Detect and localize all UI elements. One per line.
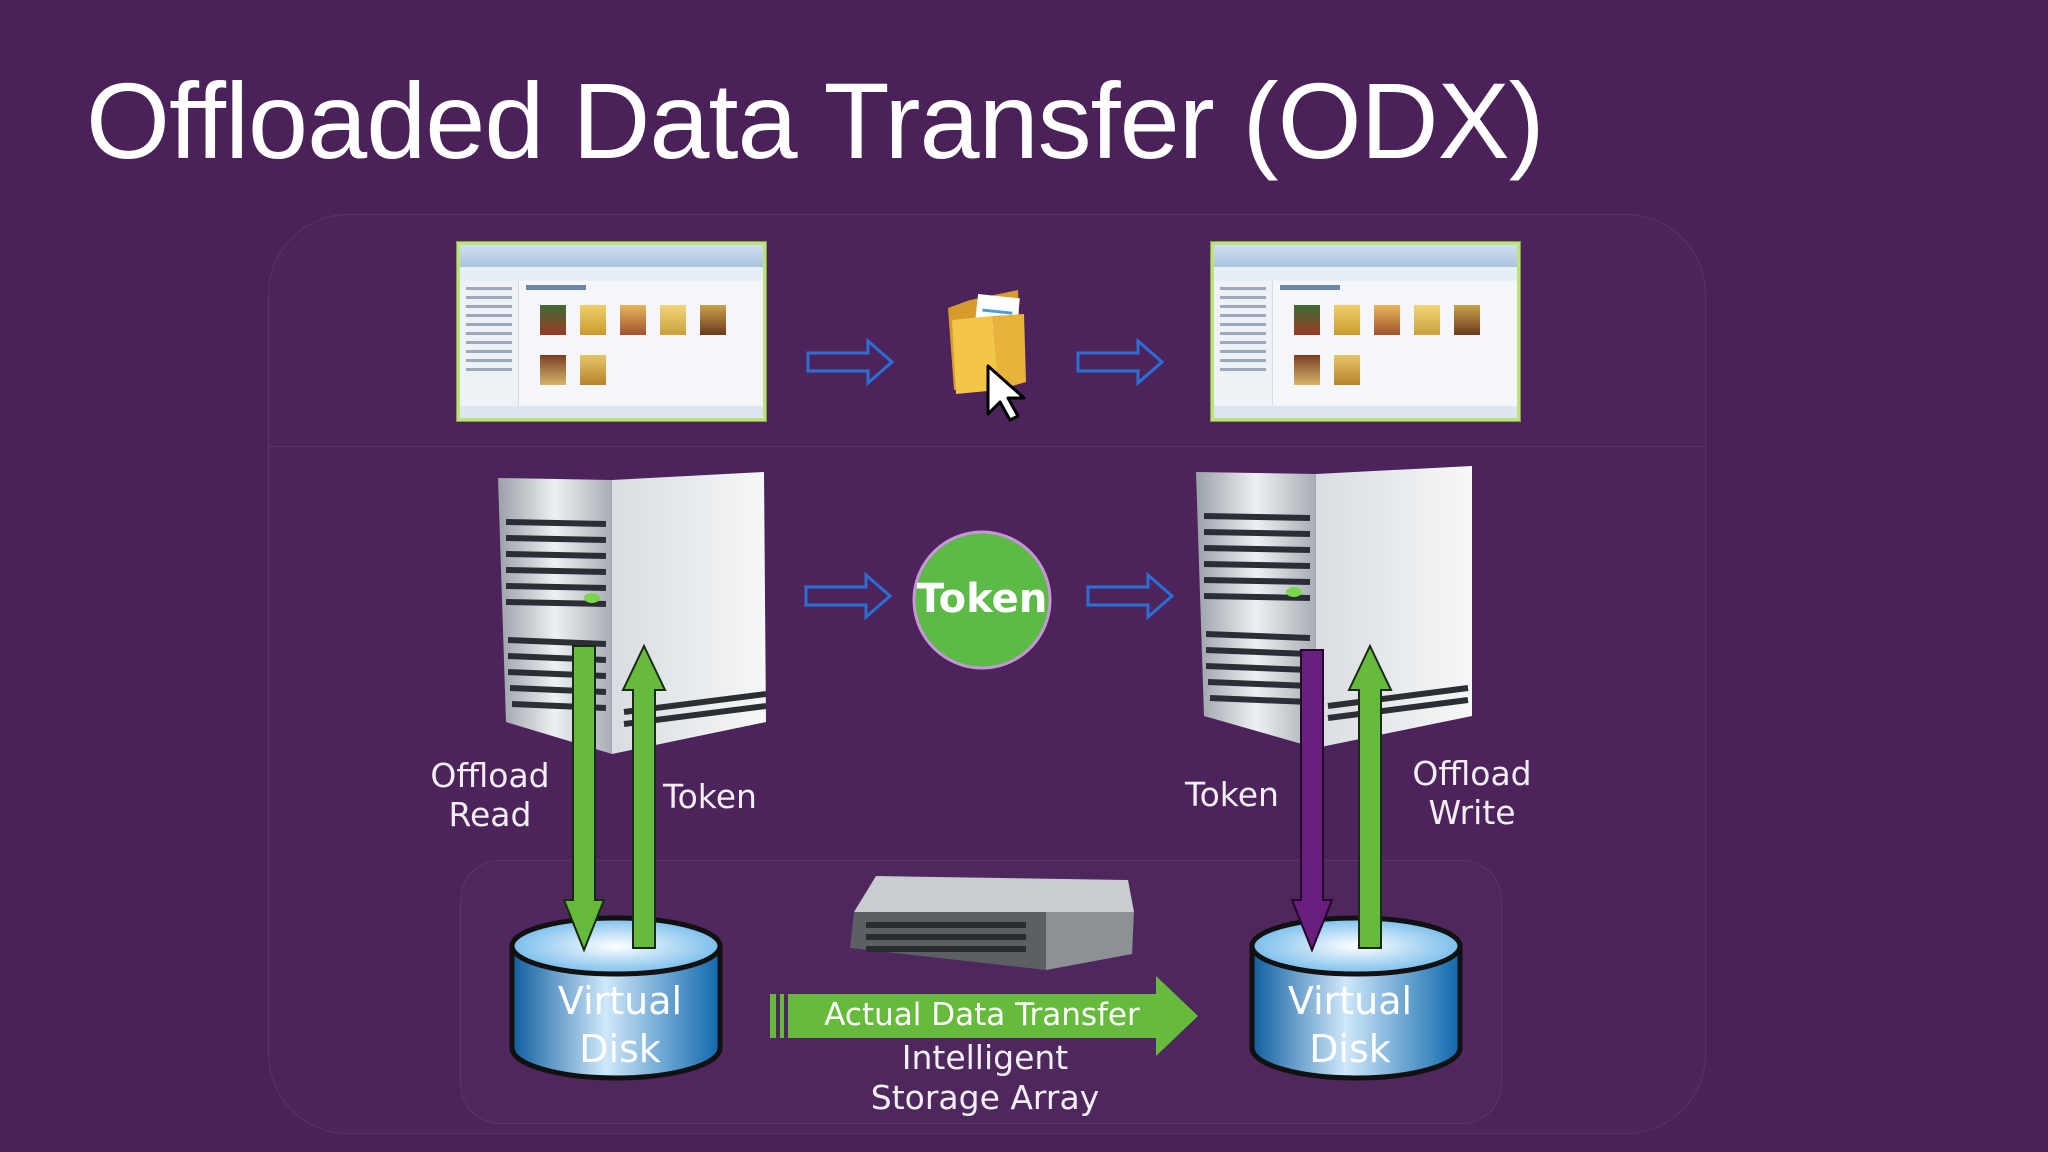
outline-arrow-icon <box>1076 337 1165 387</box>
offload-read-label-line2: Read <box>448 795 532 834</box>
slide-title: Offloaded Data Transfer (ODX) <box>86 60 1545 181</box>
diagram-panel <box>268 214 1706 1134</box>
storage-array-icon <box>850 876 1134 970</box>
token-up-arrow <box>621 643 667 949</box>
token-circle <box>912 530 1052 670</box>
folder-cursor-icon <box>948 290 1026 422</box>
storage-array-label-line2: Storage Array <box>870 1078 1100 1117</box>
virtual-disk-label-line1: Virtual <box>1287 979 1413 1023</box>
storage-panel <box>460 860 1502 1124</box>
token-label-left: Token <box>663 777 757 816</box>
offload-read-label-line1: Offload <box>430 756 550 795</box>
offload-write-arrow <box>1347 643 1393 949</box>
outline-arrow-icon <box>1086 571 1175 621</box>
outline-arrow-icon <box>804 571 893 621</box>
token-circle-label: Token <box>916 576 1048 622</box>
explorer-window-icon <box>457 242 766 421</box>
outline-arrow-icon <box>806 337 895 387</box>
token-down-arrow <box>1290 649 1334 953</box>
virtual-disk-icon <box>509 915 723 1081</box>
virtual-disk-label-line2: Disk <box>1309 1027 1391 1071</box>
actual-data-transfer-label: Actual Data Transfer <box>824 997 1140 1033</box>
offload-write-label-line2: Write <box>1428 793 1516 832</box>
virtual-disk-label-line2: Disk <box>579 1027 661 1071</box>
actual-data-transfer-arrow <box>770 976 1198 1056</box>
offload-read-arrow <box>562 645 606 953</box>
token-label-right: Token <box>1185 775 1279 814</box>
panel-divider <box>268 446 1704 447</box>
storage-array-label-line1: Intelligent <box>901 1038 1069 1077</box>
explorer-window-icon <box>1211 242 1520 421</box>
virtual-disk-label-line1: Virtual <box>557 979 683 1023</box>
offload-write-label-line1: Offload <box>1412 754 1532 793</box>
